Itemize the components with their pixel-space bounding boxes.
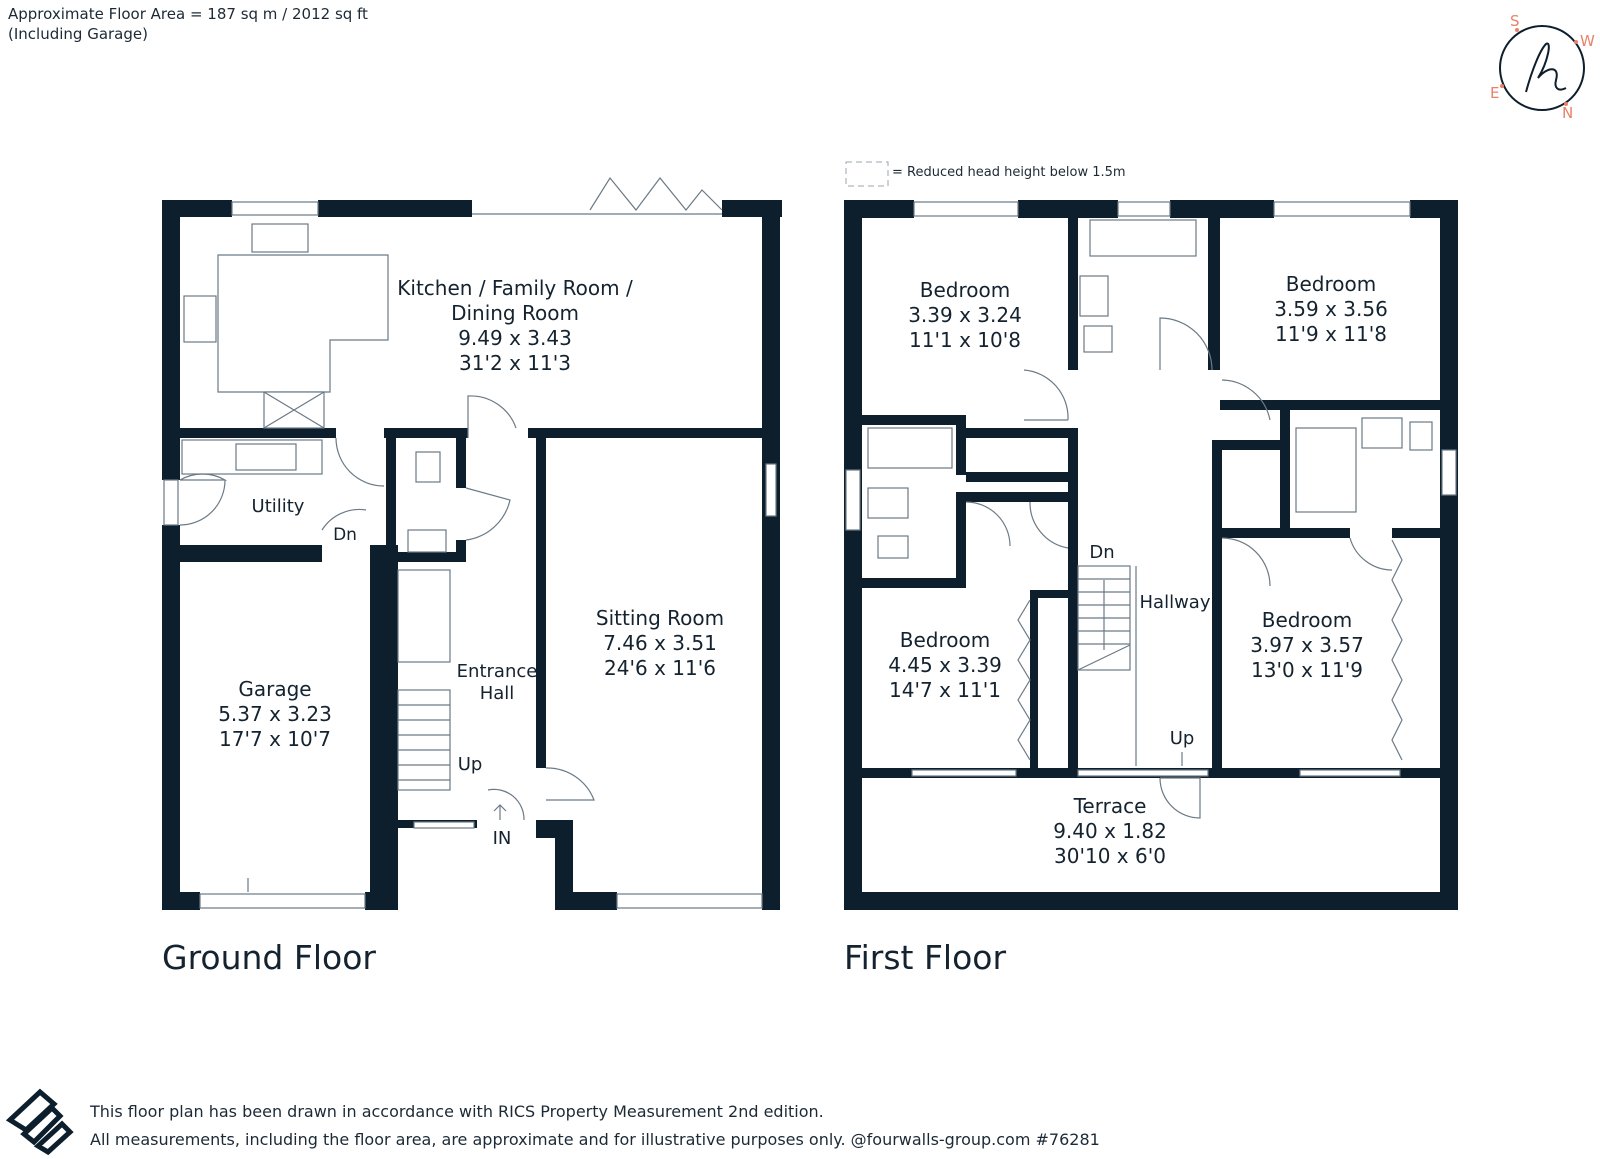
- compass-e: E: [1490, 84, 1500, 102]
- bedroom-c-metric: 4.45 x 3.39: [888, 653, 1002, 677]
- ground-floor-windows: [163, 176, 777, 909]
- compass-icon: [1499, 25, 1585, 111]
- terrace-label: Terrace 9.40 x 1.82 30'10 x 6'0: [1020, 794, 1200, 869]
- bedroom-a-label: Bedroom 3.39 x 3.24 11'1 x 10'8: [862, 278, 1068, 353]
- footer-disclaimer: All measurements, including the floor ar…: [90, 1130, 1100, 1149]
- compass-s: S: [1510, 12, 1520, 30]
- hallway-dn-label: Dn: [1089, 542, 1115, 563]
- sitting-imperial: 24'6 x 11'6: [604, 656, 716, 680]
- sitting-room-label: Sitting Room 7.46 x 3.51 24'6 x 11'6: [560, 606, 760, 681]
- terrace-name: Terrace: [1073, 794, 1147, 818]
- garage-name: Garage: [238, 677, 312, 701]
- terrace-imperial: 30'10 x 6'0: [1054, 844, 1166, 868]
- bedroom-d-metric: 3.97 x 3.57: [1250, 633, 1364, 657]
- utility-label: Utility: [251, 496, 305, 517]
- bedroom-d-label: Bedroom 3.97 x 3.57 13'0 x 11'9: [1222, 608, 1392, 683]
- floor-area-header: Approximate Floor Area = 187 sq m / 2012…: [8, 4, 368, 44]
- kitchen-fixtures: [179, 223, 595, 892]
- garage-metric: 5.37 x 3.23: [218, 702, 332, 726]
- fourwalls-logo: [5, 1088, 74, 1156]
- kitchen-name-line2: Dining Room: [451, 301, 579, 325]
- reduced-head-height-legend: = Reduced head height below 1.5m: [892, 165, 1126, 180]
- kitchen-label: Kitchen / Family Room / Dining Room 9.49…: [360, 276, 670, 376]
- kitchen-metric: 9.49 x 3.43: [458, 326, 572, 350]
- bedroom-a-name: Bedroom: [919, 278, 1011, 302]
- floor-area-note: (Including Garage): [8, 25, 148, 43]
- bedroom-c-name: Bedroom: [899, 628, 991, 652]
- compass-n: N: [1562, 104, 1574, 122]
- sitting-name: Sitting Room: [595, 606, 725, 630]
- bedroom-b-metric: 3.59 x 3.56: [1274, 297, 1388, 321]
- first-floor-title: First Floor: [844, 938, 1007, 977]
- reduced-head-height-swatch: [845, 161, 889, 187]
- bedroom-d-imperial: 13'0 x 11'9: [1251, 658, 1363, 682]
- entrance-up-label: Up: [457, 754, 483, 775]
- entrance-in-label: IN: [492, 828, 512, 849]
- compass-w: W: [1580, 32, 1595, 50]
- hallway-label: Hallway: [1139, 592, 1211, 613]
- kitchen-imperial: 31'2 x 11'3: [459, 351, 571, 375]
- utility-dn-label: Dn: [333, 525, 357, 545]
- sitting-metric: 7.46 x 3.51: [603, 631, 717, 655]
- bedroom-a-imperial: 11'1 x 10'8: [909, 328, 1021, 352]
- footer-rics-note: This floor plan has been drawn in accord…: [90, 1102, 824, 1121]
- bedroom-b-name: Bedroom: [1285, 272, 1377, 296]
- bedroom-a-metric: 3.39 x 3.24: [908, 303, 1022, 327]
- entrance-hall-label: Entrance Hall: [450, 661, 544, 705]
- bedroom-b-imperial: 11'9 x 11'8: [1275, 322, 1387, 346]
- floor-area-text: Approximate Floor Area = 187 sq m / 2012…: [8, 5, 368, 23]
- bedroom-c-label: Bedroom 4.45 x 3.39 14'7 x 11'1: [862, 628, 1028, 703]
- first-floor-walls: [844, 200, 1458, 910]
- entrance-name-line2: Hall: [479, 683, 515, 704]
- ground-floor-walls: [162, 200, 782, 910]
- terrace-metric: 9.40 x 1.82: [1053, 819, 1167, 843]
- ground-floor-title: Ground Floor: [162, 938, 376, 977]
- first-floor-windows: [845, 201, 1457, 777]
- first-floor-fixtures: [867, 219, 1433, 819]
- bedroom-b-label: Bedroom 3.59 x 3.56 11'9 x 11'8: [1222, 272, 1440, 347]
- hallway-up-label: Up: [1169, 728, 1195, 749]
- garage-imperial: 17'7 x 10'7: [219, 727, 331, 751]
- bedroom-d-name: Bedroom: [1261, 608, 1353, 632]
- bedroom-c-imperial: 14'7 x 11'1: [889, 678, 1001, 702]
- garage-label: Garage 5.37 x 3.23 17'7 x 10'7: [180, 677, 370, 752]
- kitchen-name-line1: Kitchen / Family Room /: [397, 276, 633, 300]
- entrance-name-line1: Entrance: [456, 661, 538, 682]
